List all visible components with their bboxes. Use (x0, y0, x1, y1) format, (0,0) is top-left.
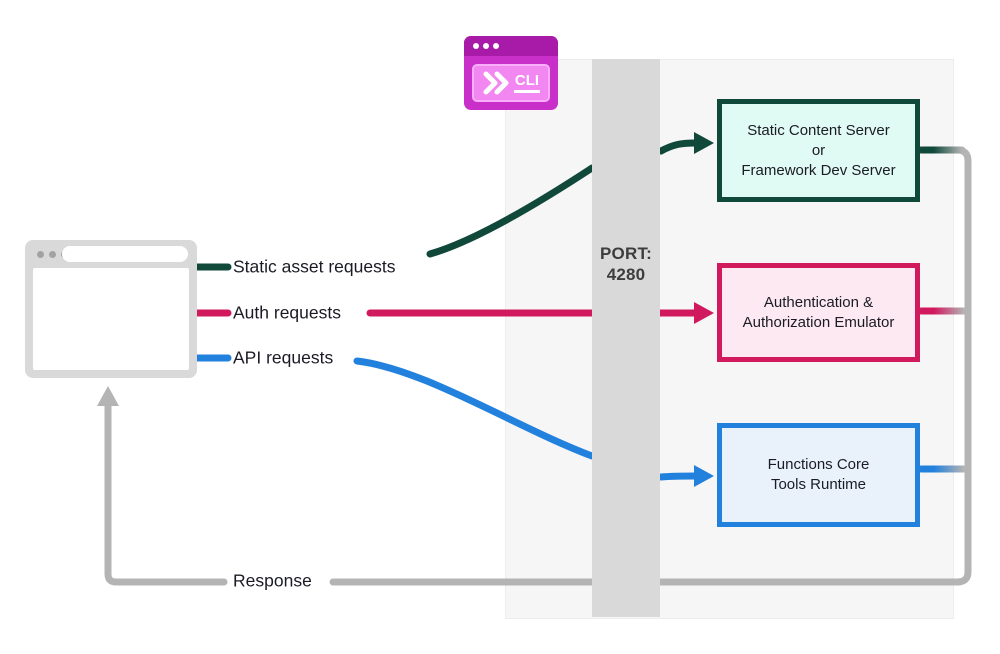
browser-content-area (33, 268, 189, 370)
cli-icon-titlebar (464, 36, 558, 56)
label-static-asset-requests: Static asset requests (233, 256, 396, 277)
label-response: Response (233, 570, 312, 591)
response-arrowhead-up (97, 386, 119, 406)
port-label: PORT: 4280 (600, 244, 652, 284)
static-requests-arrow-shaft (657, 139, 699, 155)
api-requests-arrowhead (694, 465, 714, 487)
response-line-left (104, 400, 228, 586)
label-auth-requests: Auth requests (233, 302, 341, 323)
browser-window-icon (25, 240, 197, 378)
box-functions-runtime-label: Functions Core Tools Runtime (767, 456, 870, 493)
box-static-content-server-label: Static Content Server or Framework Dev S… (741, 121, 896, 179)
box-auth-emulator-label: Authentication & Authorization Emulator (742, 293, 895, 331)
browser-address-bar (62, 246, 188, 262)
port-bar (592, 59, 660, 617)
browser-dot-icon (49, 251, 56, 258)
box-functions-runtime: Functions Core Tools Runtime (717, 423, 920, 527)
browser-dot-icon (37, 251, 44, 258)
chevron-double-right-icon (483, 71, 509, 95)
static-requests-arrowhead (694, 132, 714, 154)
cli-icon-label: CLI (513, 73, 541, 93)
cli-dot-icon (473, 43, 479, 49)
label-api-requests: API requests (233, 347, 334, 368)
cli-icon-screen: CLI (472, 64, 550, 102)
cli-icon: CLI (464, 36, 558, 110)
static-requests-curve (426, 164, 596, 258)
api-requests-arrow-shaft (657, 472, 699, 481)
box-auth-emulator: Authentication & Authorization Emulator (717, 263, 920, 362)
api-requests-curve (353, 357, 596, 460)
box-static-content-server: Static Content Server or Framework Dev S… (717, 99, 920, 202)
cli-dot-icon (483, 43, 489, 49)
auth-requests-arrowhead (694, 302, 714, 324)
cli-dot-icon (493, 43, 499, 49)
